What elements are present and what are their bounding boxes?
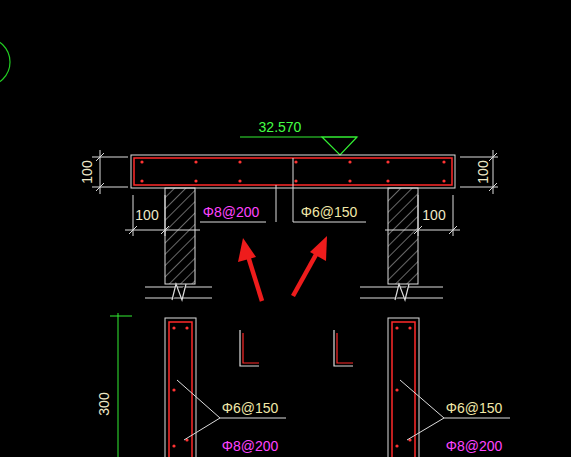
drawing-stroke (165, 188, 195, 284)
drawing-stroke (293, 251, 318, 296)
drawing-stroke (145, 297, 212, 298)
rebar-note: Φ6@150 (446, 401, 503, 415)
dimension-text: 300 (97, 392, 111, 415)
drawing-stroke (200, 222, 266, 223)
drawing-stroke (243, 333, 259, 363)
drawing-stroke (194, 179, 197, 182)
dimension-300 (110, 313, 132, 457)
drawing-stroke (337, 333, 353, 363)
drawing-stroke (360, 286, 443, 287)
drawing-stroke (172, 284, 186, 300)
drawing-stroke (92, 187, 128, 188)
drawing-stroke (172, 326, 175, 329)
rebar-note: Φ6@150 (222, 401, 279, 415)
drawing-stroke (185, 326, 188, 329)
drawing-stroke (145, 286, 212, 287)
drawing-stroke (395, 326, 398, 329)
drawing-stroke (395, 284, 409, 300)
elevation-value: 32.570 (259, 120, 302, 134)
upper-walls (165, 188, 418, 284)
rebar-note: Φ8@200 (222, 439, 279, 453)
leader-lines (177, 380, 510, 440)
drawing-stroke (293, 222, 366, 223)
drawing-stroke (276, 185, 277, 222)
drawing-stroke (388, 188, 418, 284)
drawing-stroke (395, 388, 398, 391)
drawing-stroke (177, 380, 220, 418)
drawing-stroke (348, 179, 351, 182)
rebar-note: Φ8@200 (446, 439, 503, 453)
dimension-text: 100 (422, 208, 445, 222)
drawing-stroke (400, 380, 444, 418)
drawing-stroke (489, 153, 497, 161)
drawing-stroke (449, 226, 457, 234)
rebar-note: Φ8@200 (203, 205, 260, 219)
drawing-stroke (140, 160, 143, 163)
drawing-stroke (238, 238, 256, 262)
drawing-stroke (310, 236, 327, 261)
drawing-stroke (220, 418, 286, 419)
drawing-stroke (442, 179, 445, 182)
drawing-stroke (360, 297, 443, 298)
dimension-text: 100 (135, 208, 158, 222)
elevation-mark (240, 137, 357, 155)
drawing-stroke (240, 330, 259, 366)
rebar-note: Φ6@150 (301, 205, 358, 219)
drawing-stroke (129, 226, 137, 234)
lower-columns (165, 318, 419, 457)
drawing-stroke (386, 160, 389, 163)
drawing-stroke (442, 160, 445, 163)
drawing-stroke (248, 256, 262, 301)
drawing-stroke (408, 326, 411, 329)
pointer-arrows (238, 236, 327, 301)
grid-bubble (0, 38, 10, 86)
drawing-stroke (395, 444, 398, 447)
drawing-stroke (238, 179, 241, 182)
dimension-text: 100 (80, 160, 94, 183)
drawing-stroke (294, 160, 297, 163)
dimension-text: 100 (476, 160, 490, 183)
drawing-stroke (172, 444, 175, 447)
drawing-stroke (334, 330, 353, 366)
drawing-stroke (293, 158, 294, 222)
drawing-stroke (294, 179, 297, 182)
drawing-stroke (96, 153, 104, 161)
drawing-stroke (444, 418, 510, 419)
drawing-stroke (407, 418, 444, 440)
drawing-stroke (172, 388, 175, 391)
drawing-stroke (96, 183, 104, 191)
drawing-stroke (322, 137, 357, 155)
drawing-stroke (386, 179, 389, 182)
drawing-stroke (172, 326, 411, 447)
drawing-stroke (489, 183, 497, 191)
drawing-stroke (140, 179, 143, 182)
dimension-lines (92, 150, 498, 236)
drawing-stroke (110, 316, 132, 317)
drawing-stroke (348, 160, 351, 163)
drawing-stroke (184, 418, 220, 440)
angle-symbols (240, 330, 353, 366)
drawing-stroke (118, 313, 119, 457)
drawing-stroke (238, 160, 241, 163)
drawing-stroke (165, 318, 196, 457)
drawing-stroke (92, 157, 128, 158)
drawing-stroke (194, 160, 197, 163)
